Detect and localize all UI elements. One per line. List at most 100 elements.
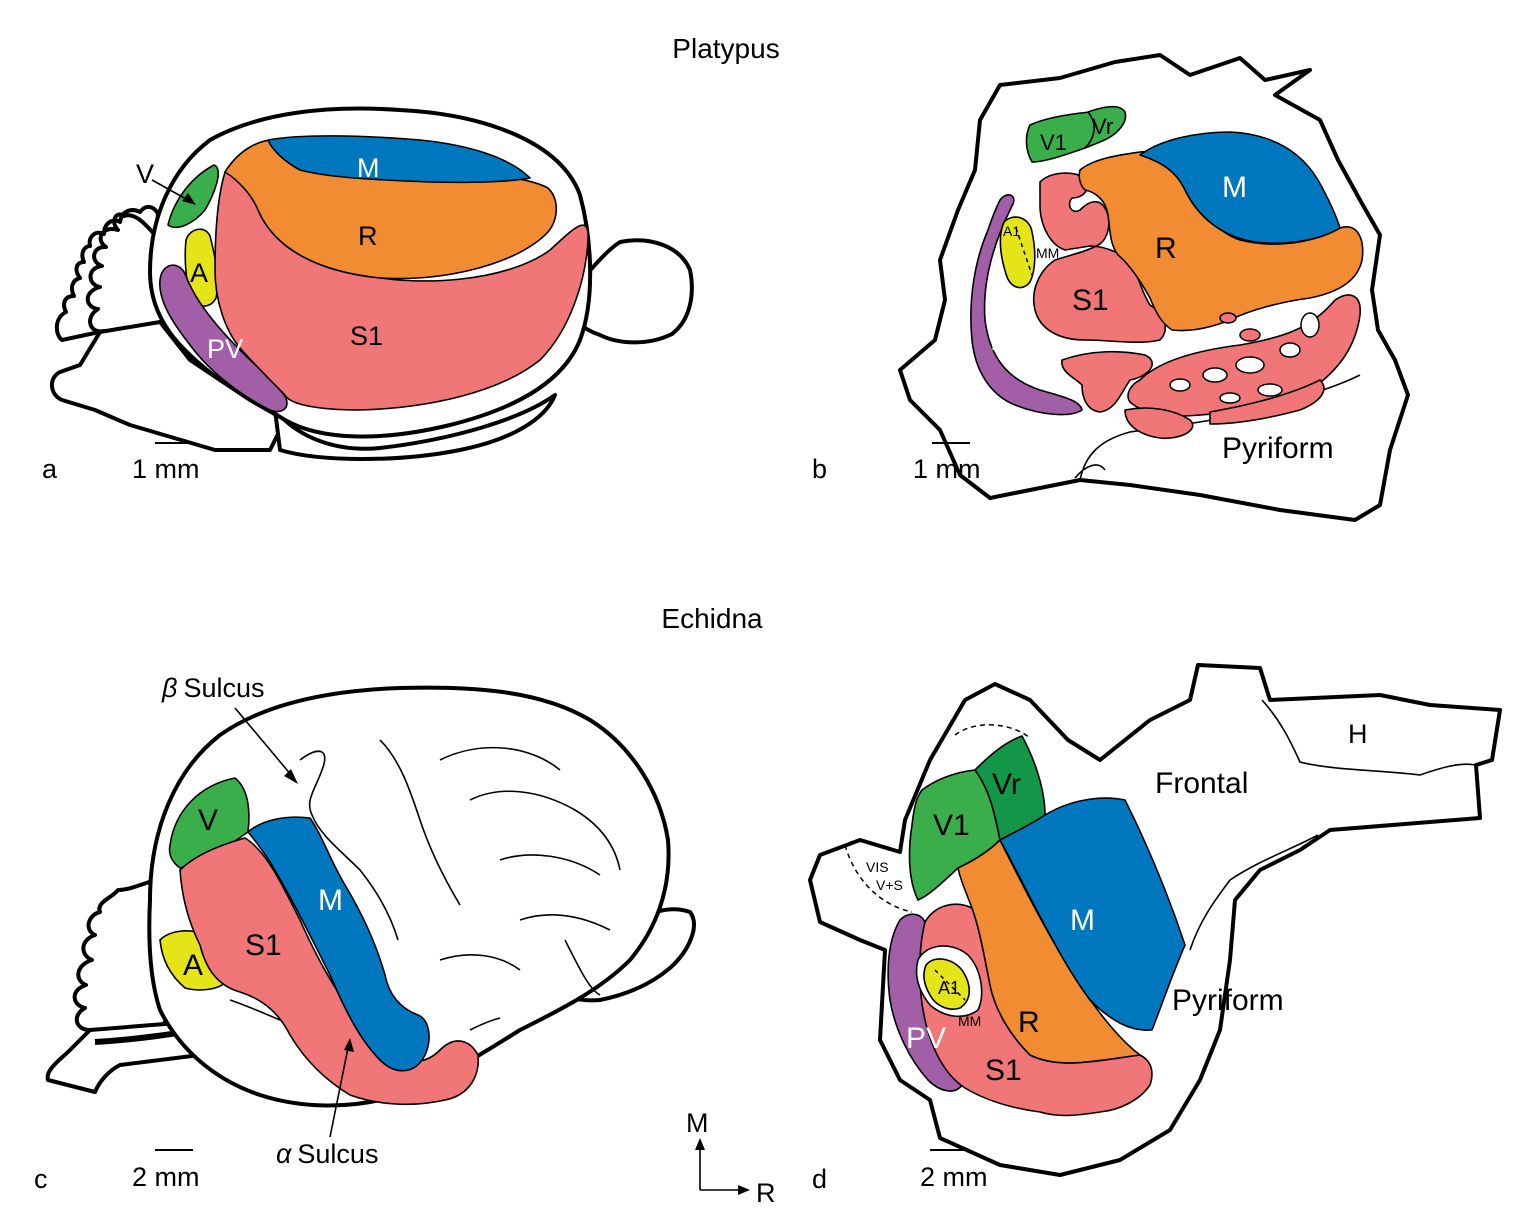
label-a-v: V [136, 159, 154, 189]
area-m [267, 135, 531, 184]
inner-line-b [1074, 464, 1106, 479]
label-b-m: M [1222, 171, 1247, 204]
label-a-s1: S1 [350, 321, 383, 351]
scale-c: 2 mm [132, 1162, 200, 1192]
compass-up-label: M [686, 1108, 709, 1138]
blob [1124, 407, 1194, 440]
area-m-b [1139, 131, 1341, 245]
sulcus-line [439, 746, 561, 771]
area-m-c [247, 816, 430, 1072]
label-a-pv: PV [207, 334, 243, 364]
arrow-a-v [151, 179, 189, 201]
sulcus-line [499, 854, 601, 876]
label-c-v: V [198, 804, 218, 837]
arrowhead-a-v [182, 193, 196, 205]
panel-a: V A PV M R S1 1 mm a [42, 106, 694, 484]
sulcus-line [379, 739, 461, 906]
vis-region [844, 844, 913, 913]
blob-hole [1257, 383, 1283, 397]
dashed-top-d [954, 724, 1031, 739]
olfactory-bulb [558, 238, 694, 345]
blob-hole [1219, 392, 1241, 404]
area-s1-c [179, 837, 480, 1106]
label-b-r: R [1155, 232, 1177, 265]
label-a-m: M [357, 153, 380, 183]
letter-b: b [812, 454, 827, 484]
label-d-pv: PV [906, 1022, 946, 1055]
beta-word: Sulcus [183, 673, 264, 703]
label-d-pyriform: Pyriform [1172, 984, 1284, 1017]
area-v [167, 164, 220, 229]
alpha-word: Sulcus [297, 1139, 378, 1169]
dashed-a1-b [1015, 227, 1033, 276]
blob-hole [1235, 356, 1265, 374]
label-b-a1: A1 [1003, 223, 1020, 239]
label-d-vr: Vr [992, 768, 1021, 801]
compass-right-arrowhead [738, 1185, 750, 1195]
sulcus-line [299, 750, 399, 941]
arrow-beta [234, 707, 293, 777]
label-d-vs: V+S [876, 877, 903, 893]
blob [1239, 328, 1261, 342]
title-echidna: Echidna [661, 603, 763, 634]
area-vr-b [1084, 105, 1127, 149]
blob-hole [1202, 367, 1228, 383]
blob-hole [1279, 342, 1301, 358]
label-d-s1: S1 [985, 1054, 1022, 1087]
dashed-a1-d [934, 969, 966, 1001]
blob-hole [1169, 378, 1191, 392]
letter-c: c [34, 1164, 48, 1194]
sulcus-line [564, 939, 601, 996]
sulcus-line [469, 1017, 501, 1031]
beta-symbol: β [161, 673, 177, 703]
letter-a: a [42, 454, 58, 484]
label-d-frontal: Frontal [1155, 767, 1248, 800]
area-a1-d [923, 958, 971, 1010]
compass-right-label: R [756, 1178, 776, 1208]
label-a-a: A [190, 258, 208, 288]
sulcus-line [439, 954, 521, 971]
panel-b: V1 Vr M R S1 PV A1 MM Pyriform 1 mm b [812, 53, 1410, 522]
label-b-s1: S1 [1072, 284, 1109, 317]
label-d-mm: MM [958, 1013, 981, 1029]
s1-subdivisions-b [1124, 294, 1361, 440]
label-b-pyriform: Pyriform [1222, 432, 1334, 465]
area-pv [159, 264, 288, 413]
letter-d: d [812, 1164, 827, 1194]
scale-d: 2 mm [920, 1162, 988, 1192]
area-a1-b [999, 216, 1036, 289]
area-s1-b-lower [1061, 350, 1153, 413]
blob-hole [1300, 312, 1320, 338]
label-b-pv: PV [990, 324, 1030, 357]
label-c-a: A [183, 949, 203, 982]
label-d-vis: VIS [866, 859, 889, 875]
compass-up-arrowhead [695, 1138, 705, 1150]
label-d-r: R [1018, 1006, 1040, 1039]
label-b-mm: MM [1036, 245, 1059, 261]
label-c-s1: S1 [245, 929, 282, 962]
arrowhead-alpha [344, 1038, 354, 1052]
area-m-d [999, 797, 1186, 1031]
label-c-m: M [318, 884, 343, 917]
cerebellum [54, 205, 160, 342]
label-d-v1: V1 [933, 809, 970, 842]
label-b-vr: Vr [1092, 114, 1113, 139]
label-a-r: R [358, 221, 378, 251]
label-d-m: M [1070, 904, 1095, 937]
temporal-lobe [273, 393, 557, 461]
arrow-alpha [329, 1047, 349, 1138]
orientation-compass: M R [686, 1108, 776, 1208]
label-d-h: H [1348, 719, 1368, 749]
panel-d: V1 Vr VIS V+S M R A1 MM PV S1 Frontal Py… [808, 663, 1502, 1194]
alpha-symbol: α [276, 1139, 293, 1169]
sulcus-line [519, 914, 611, 931]
label-b-v1: V1 [1040, 130, 1067, 155]
sulcus-line [469, 790, 621, 871]
pyriform-boundary-d [1189, 834, 1319, 951]
scale-a: 1 mm [132, 454, 200, 484]
scale-b: 1 mm [913, 454, 981, 484]
